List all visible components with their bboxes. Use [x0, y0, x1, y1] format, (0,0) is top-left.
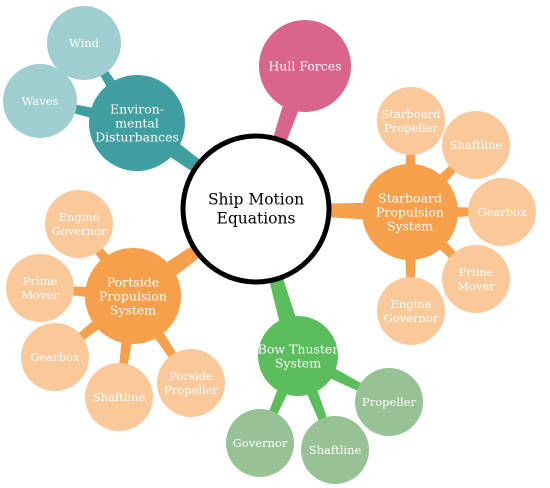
portside-leaf-label: Engine: [58, 210, 99, 224]
hull-branch-label: Hull Forces: [268, 59, 341, 74]
env-branch-label: Disturbances: [95, 130, 179, 145]
starboard-leaf-node: [468, 178, 536, 246]
hull-branch-node: [259, 20, 351, 112]
starboard-leaf-label: Governor: [384, 311, 439, 325]
portside-branch-label: Propulsion: [99, 289, 167, 304]
starboard-branch-label: System: [387, 219, 433, 234]
starboard-leaf-label: Gearbox: [477, 205, 527, 219]
starboard-leaf-label: Shaftline: [450, 138, 503, 152]
center-node-label: Ship Motion: [208, 191, 304, 209]
starboard-leaf-node: [377, 277, 445, 345]
bow-branch-node: [258, 316, 338, 396]
center-node-label: Equations: [217, 210, 296, 228]
starboard-leaf-label: Engine: [390, 297, 431, 311]
env-branch-label: mental: [115, 116, 159, 131]
portside-leaf-label: Mover: [21, 288, 59, 302]
portside-leaf-node: [85, 363, 153, 431]
portside-leaf-label: Prime: [23, 274, 58, 288]
starboard-leaf-node: [442, 111, 510, 179]
bow-leaf-label: Governor: [233, 436, 288, 450]
portside-branch-label: System: [110, 303, 156, 318]
portside-leaf-node: [45, 190, 113, 258]
bow-branch-label: Bow Thuster: [258, 342, 339, 357]
portside-leaf-node: [157, 349, 225, 417]
bow-leaf-label: Propeller: [362, 395, 416, 409]
portside-leaf-label: Shaftline: [93, 390, 146, 404]
env-leaf-node: [47, 6, 121, 80]
portside-leaf-label: Propeller: [164, 383, 218, 397]
bow-leaf-node: [301, 416, 369, 484]
bow-branch-label: System: [275, 356, 321, 371]
bow-leaf-node: [355, 368, 423, 436]
starboard-branch-node: [362, 164, 458, 260]
portside-leaf-label: Gearbox: [30, 350, 80, 364]
env-leaf-node: [3, 64, 77, 138]
portside-branch-label: Portside: [107, 275, 159, 290]
env-branch-label: Environ-: [110, 102, 164, 117]
portside-leaf-label: Porside: [169, 369, 213, 383]
starboard-branch-label: Starboard: [378, 191, 442, 206]
portside-leaf-label: Governor: [52, 224, 107, 238]
starboard-leaf-label: Starboard: [382, 107, 441, 121]
starboard-leaf-label: Prime: [459, 265, 494, 279]
starboard-leaf-node: [377, 87, 445, 155]
portside-leaf-node: [6, 254, 74, 322]
bow-leaf-node: [226, 409, 294, 477]
bow-leaf-label: Shaftline: [309, 443, 362, 457]
center-node: [180, 133, 332, 285]
starboard-leaf-node: [442, 245, 510, 313]
portside-branch-node: [85, 248, 181, 344]
env-leaf-label: Waves: [22, 94, 59, 108]
env-branch-node: [89, 75, 185, 171]
starboard-leaf-label: Mover: [457, 279, 495, 293]
env-leaf-label: Wind: [69, 36, 100, 50]
portside-leaf-node: [21, 323, 89, 391]
starboard-leaf-label: Propeller: [384, 121, 438, 135]
starboard-branch-label: Propulsion: [376, 205, 444, 220]
